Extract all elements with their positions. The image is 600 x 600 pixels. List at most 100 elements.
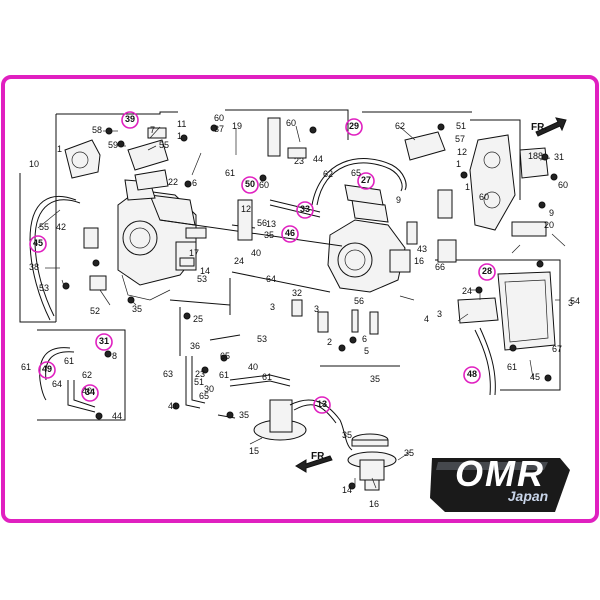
callout-number: 2 <box>327 337 333 347</box>
callout-number: 35 <box>342 430 353 440</box>
callout-number: 56 <box>354 296 365 306</box>
highlighted-callout: 49 <box>41 364 52 374</box>
callout-number: 22 <box>168 177 179 187</box>
callout-number: 20 <box>544 220 555 230</box>
callout-number: 54 <box>570 296 581 306</box>
intake-insulator <box>347 433 397 491</box>
group-box-line <box>470 119 521 200</box>
callout-number: 40 <box>248 362 259 372</box>
callout-number: 65 <box>351 168 362 178</box>
callout-number: 23 <box>294 156 305 166</box>
omr-japan-logo <box>430 458 570 512</box>
fuel-tube-29-inner <box>316 162 403 206</box>
callout-number: 61 <box>262 372 273 382</box>
callout-number: 7 <box>150 125 156 135</box>
callout-number: 32 <box>292 288 303 298</box>
callout-number: 25 <box>193 314 204 324</box>
callout-number: 12 <box>457 147 468 157</box>
callout-number: 60 <box>558 180 569 190</box>
left-carburetor <box>117 179 197 301</box>
callout-number: 53 <box>197 274 208 284</box>
callout-number: 66 <box>435 262 446 272</box>
linkage-rod-32 <box>231 271 331 293</box>
callout-number: 3 <box>568 298 574 308</box>
callout-number: 5 <box>364 346 370 356</box>
right-side-cover <box>404 131 549 263</box>
callout-number: 31 <box>554 152 565 162</box>
callout-number: 37 <box>214 124 225 134</box>
callout-number: 62 <box>82 370 93 380</box>
highlighted-callout: 50 <box>244 179 255 189</box>
callout-number: 55 <box>39 222 50 232</box>
highlighted-callout: 33 <box>299 204 310 214</box>
highlight-circles <box>29 111 496 414</box>
callout-number: 14 <box>342 485 353 495</box>
hose-49-b <box>45 351 75 381</box>
logo-sub-text: Japan <box>507 488 549 504</box>
callout-number: 56 <box>257 218 268 228</box>
highlighted-callout: 39 <box>124 114 135 124</box>
fr-label-bottom: FR. <box>311 451 328 462</box>
callout-number: 64 <box>52 379 63 389</box>
callout-number: 59 <box>108 140 119 150</box>
callout-number: 61 <box>225 168 236 178</box>
callout-number: 35 <box>132 304 143 314</box>
fr-label-top: FR. <box>531 122 548 133</box>
callout-number: 18 <box>528 151 539 161</box>
callout-number: 51 <box>194 377 205 387</box>
air-cut-valve <box>253 399 353 451</box>
leader-lines <box>37 125 566 489</box>
callout-number: 63 <box>163 369 174 379</box>
hose-49 <box>39 347 71 401</box>
callout-number: 13 <box>266 219 277 229</box>
callout-number: 10 <box>29 159 40 169</box>
group-box-line <box>56 111 178 115</box>
callout-number: 1 <box>456 159 462 169</box>
highlighted-callout: 27 <box>360 175 371 185</box>
callout-number: 1 <box>57 144 63 154</box>
callout-number: 45 <box>530 372 541 382</box>
callout-number: 36 <box>190 341 201 351</box>
callout-number: 44 <box>313 154 324 164</box>
hose-51-b <box>191 356 206 404</box>
callout-number: 62 <box>323 169 334 179</box>
callout-number: 40 <box>82 386 93 396</box>
callout-number: 4 <box>424 314 430 324</box>
callout-number: 23 <box>195 369 206 379</box>
left-top-cover <box>64 127 169 191</box>
callout-number: 62 <box>395 121 406 131</box>
fuel-tube-45 <box>29 195 77 321</box>
callout-number: 38 <box>29 262 40 272</box>
callout-number: 61 <box>507 362 518 372</box>
logo-text: OMR Japan <box>438 454 562 510</box>
direction-arrow-top <box>535 117 567 137</box>
callout-number: 64 <box>266 274 277 284</box>
callout-number: 8 <box>538 151 544 161</box>
group-box-line <box>225 109 349 140</box>
callout-number: 9 <box>396 195 402 205</box>
highlighted-callout: 28 <box>481 266 492 276</box>
group-box-line <box>435 259 561 391</box>
group-box-line <box>37 329 126 421</box>
callout-number: 60 <box>259 180 270 190</box>
callout-number: 65 <box>199 391 210 401</box>
callout-number: 11 <box>177 119 187 129</box>
hose-51 <box>185 356 201 409</box>
callout-number: 12 <box>241 204 252 214</box>
callout-number: 6 <box>192 178 198 188</box>
callout-number: 24 <box>234 256 245 266</box>
callout-number: 35 <box>404 448 415 458</box>
callout-number: 16 <box>414 256 425 266</box>
callout-number: 41 <box>168 401 179 411</box>
callout-number: 3 <box>437 309 443 319</box>
fuel-tube-29 <box>311 158 407 206</box>
hose-44-b <box>229 380 291 387</box>
callout-number: 53 <box>39 283 50 293</box>
callout-number: 58 <box>92 125 103 135</box>
callout-number: 35 <box>264 230 275 240</box>
highlighted-callout: 13 <box>316 399 327 409</box>
right-carburetor <box>327 184 411 293</box>
callout-number: 55 <box>159 140 170 150</box>
tube-48 <box>474 329 491 396</box>
